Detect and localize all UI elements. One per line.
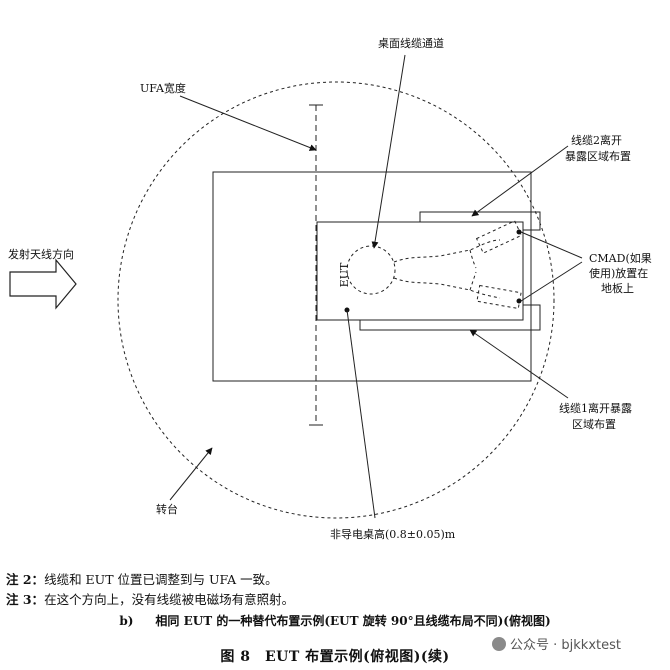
eut-layout-diagram: EUT 桌面线缆通道 UFA宽度 线缆2离开 暴露区域布置 发射天线方向 CMA…	[8, 36, 652, 541]
subfigure-text: 相同 EUT 的一种替代布置示例(EUT 旋转 90°且线缆布局不同)(俯视图)	[155, 614, 551, 628]
watermark: 公众号 · bjkkxtest	[488, 633, 625, 654]
table-height-label: 非导电桌高(0.8±0.05)m	[330, 527, 456, 541]
note-2-label: 注 2：	[6, 572, 45, 587]
note-2: 注 2：线缆和 EUT 位置已调整到与 UFA 一致。	[6, 572, 278, 588]
watermark-text: 公众号 · bjkkxtest	[510, 638, 621, 653]
cable-channel-label: 桌面线缆通道	[378, 36, 444, 50]
cable2-label-line1: 线缆2离开	[571, 133, 622, 147]
turntable-circle	[117, 81, 555, 519]
eut-box	[316, 221, 524, 321]
cable1-label-line2: 区域布置	[572, 418, 616, 431]
note-3: 注 3：在这个方向上，没有线缆被电磁场有意照射。	[6, 592, 294, 608]
wechat-icon	[492, 637, 506, 651]
figure-title: 图 8 EUT 布置示例(俯视图)(续)	[220, 649, 450, 665]
table-outline	[212, 171, 532, 382]
cmad-label-line2: 使用)放置在	[589, 266, 648, 280]
note-3-label: 注 3：	[6, 592, 45, 607]
note-3-text: 在这个方向上，没有线缆被电磁场有意照射。	[44, 592, 295, 607]
subfigure-label: b)	[119, 614, 134, 628]
note-2-text: 线缆和 EUT 位置已调整到与 UFA 一致。	[44, 572, 278, 587]
turntable-label: 转台	[156, 502, 178, 516]
subfigure-caption: b) 相同 EUT 的一种替代布置示例(EUT 旋转 90°且线缆布局不同)(俯视…	[0, 612, 670, 629]
ufa-width-line	[309, 104, 323, 426]
cmad-label-line1: CMAD(如果	[589, 251, 652, 265]
cable2-label-line2: 暴露区域布置	[565, 150, 631, 163]
eut-label: EUT	[338, 262, 351, 287]
cable1-label-line1: 线缆1离开暴露	[559, 401, 632, 415]
cable-run	[393, 239, 501, 299]
antenna-direction-label: 发射天线方向	[8, 247, 74, 261]
cable-channel-circle	[346, 245, 396, 295]
cmad-upper	[475, 220, 523, 254]
antenna-direction-arrow	[9, 258, 77, 310]
cable2-tray	[419, 211, 541, 231]
cable1-tray	[359, 304, 541, 331]
ufa-width-label: UFA宽度	[140, 81, 186, 95]
cmad-label-line3: 地板上	[601, 281, 634, 295]
